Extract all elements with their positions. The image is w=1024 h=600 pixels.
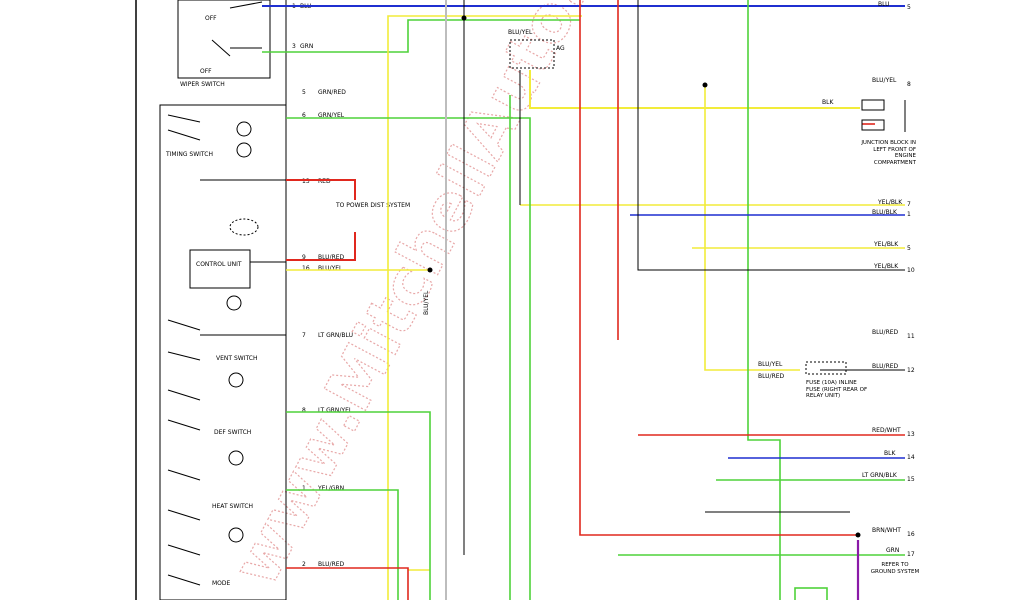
pin-label: 1 — [302, 485, 306, 492]
wiper-switch-label: WIPER SWITCH — [180, 81, 225, 88]
wire-label: RED — [318, 178, 331, 185]
pin-label: 13 — [302, 178, 310, 185]
pin-label: 12 — [907, 367, 915, 374]
pin-label: 9 — [302, 254, 306, 261]
power-system-label: TO POWER DIST SYSTEM — [335, 202, 410, 209]
right-labels: BLU 5 BLU/YEL 8 BLK YEL/BLK 7 BLU/BLK 1 … — [822, 1, 915, 558]
control-unit-box — [189, 249, 251, 289]
pin-label: 5 — [907, 245, 911, 252]
mode-label: MODE — [212, 580, 231, 587]
wire-label: GRN — [886, 547, 899, 554]
pin-label: 3 — [292, 43, 296, 50]
lamp-icon — [226, 295, 242, 311]
control-unit-label: CONTROL UNIT — [196, 261, 242, 268]
blower-label: BLU/YEL — [758, 361, 783, 368]
wire-label: LT GRN/BLU — [318, 332, 353, 339]
wire-label: BLU/RED — [318, 561, 345, 568]
pin-label: 14 — [907, 454, 915, 461]
pin-label: 17 — [907, 551, 915, 558]
wire-label: YEL/GRN — [317, 485, 344, 492]
timing-switch-label: TIMING SWITCH — [165, 151, 213, 158]
def-switch-label: DEF SWITCH — [214, 429, 251, 436]
lamp-icon — [236, 142, 252, 158]
pin-label: 5 — [907, 4, 911, 11]
wire-label: BLK — [822, 99, 834, 106]
wire-label: LT GRN/BLK — [862, 472, 898, 479]
wire-label: RED/WHT — [872, 427, 901, 434]
pin-label: 11 — [907, 333, 915, 340]
vent-switch-label: VENT SWITCH — [216, 355, 257, 362]
lamp-icon — [228, 527, 244, 543]
connector-ag-label: AG — [556, 45, 565, 52]
wire-label: BLU — [878, 1, 890, 8]
wire-label: BLU/YEL — [872, 77, 897, 84]
inline-fuse-note: FUSE (10A) INLINE FUSE (RIGHT REAR OF RE… — [806, 380, 868, 399]
pin-label: 16 — [302, 265, 310, 272]
wire-label: GRN/YEL — [318, 112, 345, 119]
inline-fuse-symbol — [805, 361, 847, 375]
ground-system-note: REFER TO GROUND SYSTEM — [870, 562, 920, 575]
pin-label: 1 — [907, 211, 911, 218]
lamp-icon — [228, 450, 244, 466]
wire-label: YEL/BLK — [877, 199, 903, 206]
pin-label: 5 — [302, 89, 306, 96]
junction-block-note: JUNCTION BLOCK IN LEFT FRONT OF ENGINE C… — [861, 140, 916, 166]
pin-label: 8 — [907, 81, 911, 88]
lamp-icon — [228, 372, 244, 388]
wire-label: GRN — [300, 43, 313, 50]
pin-label: 10 — [907, 267, 915, 274]
wire-label: YEL/BLK — [873, 241, 899, 248]
pin-label: 16 — [907, 531, 915, 538]
wiper-switch-box — [177, 0, 271, 79]
pin-label: 6 — [302, 112, 306, 119]
wire-label: BRN/WHT — [872, 527, 901, 534]
wire-label: YEL/BLK — [873, 263, 899, 270]
off-bottom-label: OFF — [200, 68, 212, 75]
wire-label: BLU/RED — [872, 329, 899, 336]
pin-label: 13 — [907, 431, 915, 438]
pin-label: 2 — [302, 561, 306, 568]
pin-label: 7 — [302, 332, 306, 339]
vertical-wire-label: BLU/YEL — [423, 290, 430, 315]
pin-label: 8 — [302, 407, 306, 414]
wire-label: BLU/RED — [318, 254, 345, 261]
blower-ground-label: BLU/RED — [758, 373, 785, 380]
wire-label: BLU/BLK — [872, 209, 898, 216]
wire-label: BLU/YEL — [318, 265, 343, 272]
off-top-label: OFF — [205, 15, 217, 22]
wire-label: GRN/RED — [318, 89, 346, 96]
connector-top-label: BLU/YEL — [508, 29, 533, 36]
lamp-icon — [236, 121, 252, 137]
pin-label: 7 — [907, 201, 911, 208]
heat-switch-label: HEAT SWITCH — [212, 503, 253, 510]
pin-label: 15 — [907, 476, 915, 483]
wire-label: BLU/RED — [872, 363, 899, 370]
wire-label: LT GRN/YEL — [318, 407, 353, 414]
connector-block — [509, 39, 555, 69]
wire-label: BLK — [884, 450, 896, 457]
